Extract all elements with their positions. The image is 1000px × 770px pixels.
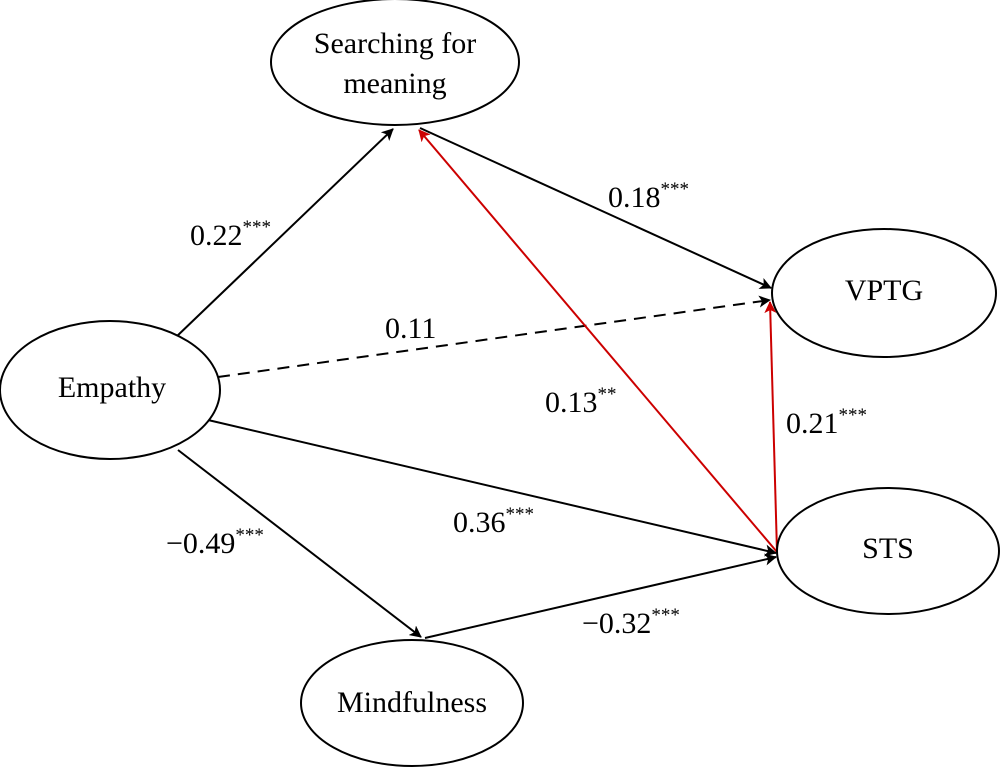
edge-label-empathy-vptg: 0.11 <box>385 312 436 345</box>
edges-layer <box>174 127 778 639</box>
node-empathy: Empathy <box>0 320 221 460</box>
node-label: STS <box>862 532 914 565</box>
significance: *** <box>235 525 264 546</box>
edge-empathy-sts <box>207 419 777 557</box>
coef: −0.32 <box>582 607 651 640</box>
edge-empathy-vptg <box>217 295 771 378</box>
node-shape <box>270 0 520 126</box>
edge-empathy-sfm <box>174 128 394 339</box>
edge-label-sts-vptg: 0.21*** <box>786 405 867 440</box>
significance: *** <box>243 217 272 238</box>
edge-label-empathy-mindfulness: −0.49*** <box>166 525 264 560</box>
node-label: VPTG <box>845 274 923 307</box>
edge-empathy-mindfulness <box>177 449 422 638</box>
edge-label-mindfulness-sts: −0.32*** <box>582 605 680 640</box>
edge-sts-vptg <box>764 301 778 553</box>
edge-sfm-vptg <box>419 127 772 289</box>
significance: *** <box>506 504 535 525</box>
edge-label-sfm-vptg: 0.18*** <box>608 179 689 214</box>
edge-mindfulness-sts <box>424 553 777 639</box>
node-shape <box>300 639 524 767</box>
coef: 0.18 <box>608 181 661 214</box>
node-shape <box>776 487 1000 615</box>
coef: 0.13 <box>545 386 598 419</box>
edge-label-empathy-sts: 0.36*** <box>453 504 534 539</box>
edge-label-empathy-sfm: 0.22*** <box>190 217 271 252</box>
coef: 0.21 <box>786 407 839 440</box>
edge-sts-sfm <box>418 129 778 553</box>
node-label: Empathy <box>58 371 166 404</box>
node-searching-for-meaning: Searching for meaning <box>270 0 520 126</box>
edge-label-sts-sfm: 0.13** <box>545 384 617 419</box>
significance: ** <box>598 384 617 405</box>
node-shape <box>0 320 221 460</box>
node-label: Mindfulness <box>337 686 487 719</box>
coef: 0.22 <box>190 219 243 252</box>
node-shape <box>771 228 997 358</box>
node-mindfulness: Mindfulness <box>300 639 524 767</box>
significance: *** <box>651 605 680 626</box>
node-label-line-1: Searching for <box>314 27 476 60</box>
significance: *** <box>839 405 868 426</box>
node-vptg: VPTG <box>771 228 997 358</box>
significance: *** <box>661 179 690 200</box>
coef: −0.49 <box>166 527 235 560</box>
coef: 0.11 <box>385 312 436 345</box>
node-sts: STS <box>776 487 1000 615</box>
coef: 0.36 <box>453 506 506 539</box>
node-label-line-2: meaning <box>343 67 446 100</box>
